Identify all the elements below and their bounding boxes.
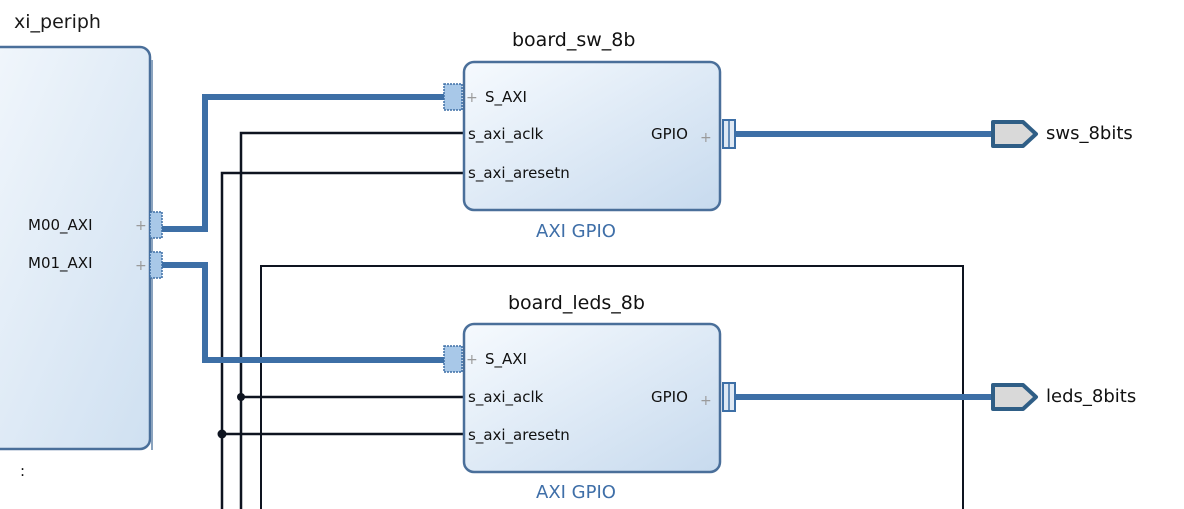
wire-junction-aclk: [237, 393, 245, 401]
wire-aclk-net[interactable]: [239, 131, 468, 509]
s-axi-port-label: S_AXI: [485, 88, 527, 106]
s-axi-aclk-port-label: s_axi_aclk: [468, 388, 544, 406]
ip-type-label: AXI GPIO: [536, 221, 616, 242]
m01-axi-port-label: M01_AXI: [28, 254, 93, 272]
s-axi-aresetn-port-label: s_axi_aresetn: [468, 426, 570, 444]
s-axi-port-icon[interactable]: +: [443, 345, 478, 373]
gpio-port-label: GPIO: [651, 125, 688, 143]
external-port-label-leds[interactable]: leds_8bits: [1046, 386, 1137, 407]
svg-text:+: +: [135, 218, 147, 234]
wire-extra-net[interactable]: [260, 265, 964, 509]
external-port-icon[interactable]: [991, 383, 1038, 411]
svg-text:+: +: [466, 352, 478, 368]
axi-interconnect-block[interactable]: [0, 45, 153, 451]
s-axi-port-icon[interactable]: +: [443, 83, 478, 111]
gpio-port-icon[interactable]: +: [700, 119, 736, 149]
svg-text:+: +: [700, 130, 712, 146]
ip-instance-name: board_sw_8b: [512, 29, 636, 51]
svg-text:+: +: [700, 393, 712, 409]
external-port-label-sws[interactable]: sws_8bits: [1046, 123, 1133, 144]
interconnect-name-label: xi_periph: [14, 11, 101, 33]
m00-axi-port-label: M00_AXI: [28, 216, 93, 234]
ip-instance-name: board_leds_8b: [508, 292, 645, 314]
ip-type-label: AXI GPIO: [536, 482, 616, 503]
wire-junction-aresetn: [217, 429, 227, 439]
interconnect-bottom-fragment: :: [20, 462, 26, 480]
wire-aresetn-net[interactable]: [220, 171, 468, 509]
s-axi-aresetn-port-label: s_axi_aresetn: [468, 164, 570, 182]
ip-block-board-leds-8b[interactable]: [462, 322, 722, 474]
m00-axi-port-icon[interactable]: +: [135, 211, 163, 239]
bus-m00-to-sw[interactable]: [162, 94, 446, 232]
svg-text:+: +: [135, 258, 147, 274]
gpio-port-label: GPIO: [651, 388, 688, 406]
s-axi-aclk-port-label: s_axi_aclk: [468, 125, 544, 143]
gpio-port-icon[interactable]: +: [700, 382, 736, 412]
bus-m01-to-leds[interactable]: [162, 262, 446, 363]
s-axi-port-label: S_AXI: [485, 350, 527, 368]
ip-block-board-sw-8b[interactable]: [462, 60, 722, 212]
external-port-icon[interactable]: [991, 120, 1038, 148]
svg-text:+: +: [466, 90, 478, 106]
